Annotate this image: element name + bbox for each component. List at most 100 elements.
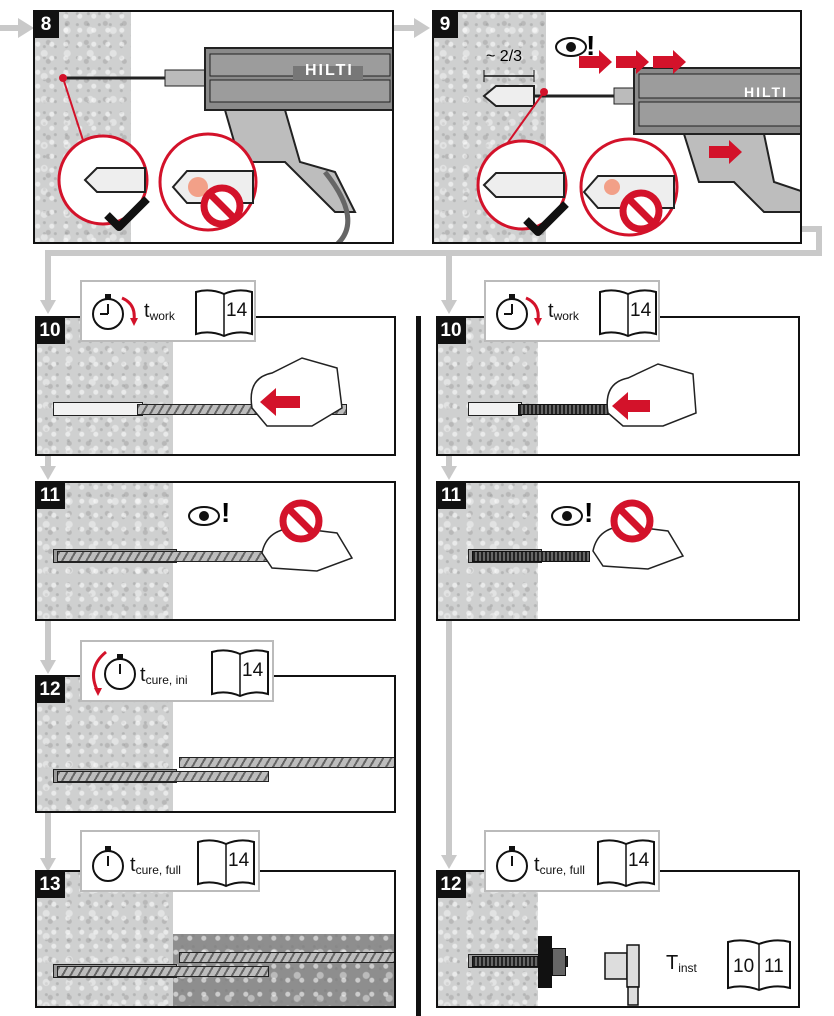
magnifier-ok [476,139,568,231]
eye-icon [188,506,220,526]
time-symbol: t [140,664,146,686]
threaded-rod [472,551,590,562]
connector-9-down [816,226,822,254]
time-subscript: cure, ini [145,673,188,687]
connector-11-12-right [446,620,452,860]
timer-box: twork 14 [484,280,660,342]
rebar-overlap [179,757,394,768]
hand-illustration [606,363,697,427]
step-10-right-badge: 10 [436,318,466,344]
book-page: 14 [628,850,650,871]
step-8-panel: HILTI [33,10,394,244]
step-8-badge: 8 [33,12,59,38]
time-symbol: t [130,854,136,876]
book-icon [597,839,655,888]
arrow-icon [441,466,457,480]
book-icon [197,839,255,888]
arrow-icon [18,18,34,38]
dispenser-illustration [59,47,392,242]
timer-box: tcure, full 14 [80,830,260,892]
attention-mark: ! [586,30,596,61]
book-icon [599,289,657,338]
column-divider [416,316,421,1016]
brand-logo: HILTI [305,62,354,79]
rebar [137,404,347,415]
time-symbol: t [548,300,554,322]
brand-logo: HILTI [744,84,788,100]
arrow-icon [40,466,56,480]
drill-hole [53,402,143,416]
hand-illustration [250,357,343,427]
book-page-left: 10 [733,956,755,977]
arrow-icon [40,660,56,674]
step-13-left-badge: 13 [35,872,65,898]
fixture-plate [538,936,552,988]
book-icon [211,649,269,698]
eye-icon [555,37,587,57]
book-page: 14 [226,300,248,321]
time-subscript: work [149,309,175,323]
dispenser-illustration [482,50,800,213]
step-9-panel: ~ 2/3 ! HILTI [432,10,802,244]
book-icon [727,939,791,992]
time-subscript: cure, full [539,863,585,877]
connector-11-12-left [45,620,51,665]
connector-10-11-right [446,455,452,475]
book-icon [195,289,253,338]
connector-10-11-left [45,455,51,475]
prohibited-icon [619,189,663,233]
timer-box: tcure, ini 14 [80,640,274,702]
step-11-right-panel: ! [436,481,800,621]
fraction-label: ~ 2/3 [486,48,523,65]
time-symbol: t [534,854,540,876]
arrow-icon [441,855,457,869]
arrow-icon [414,18,430,38]
step-12-right-badge: 12 [436,872,466,898]
time-symbol: t [144,300,150,322]
threaded-rod [472,956,568,967]
time-subscript: work [553,309,579,323]
stopwatch-icon [92,650,136,696]
rebar [57,551,269,562]
magnifier-ok [57,134,149,226]
connector-arrow-in [0,25,20,31]
rebar-overlap [179,952,394,963]
prohibited-icon [610,499,654,543]
nut [552,948,566,976]
book-page: 14 [228,850,250,871]
stopwatch-icon [496,846,528,882]
connector-left-down [45,250,51,305]
connector-8-9 [394,25,416,31]
step-12-left-badge: 12 [35,677,65,703]
step-9-badge: 9 [432,12,458,38]
book-page: 14 [630,300,652,321]
arrow-icon [441,300,457,314]
drill-hole [468,402,522,416]
time-label: tcure, full [130,854,181,877]
eye-icon [551,506,583,526]
book-page-right: 11 [764,956,784,977]
stopwatch-icon [92,846,124,882]
torque-symbol: T [666,952,679,974]
arrow-icon [40,858,56,872]
rebar [57,966,269,977]
timer-box: twork 14 [80,280,256,342]
connector-right-down [446,250,452,305]
prohibited-icon [200,184,244,228]
step-11-left-panel: ! [35,481,396,621]
checkmark-icon [523,201,569,236]
attention-mark: ! [584,497,594,528]
book-page: 14 [242,660,264,681]
timer-box: tcure, full 14 [484,830,660,892]
step-11-left-badge: 11 [35,483,65,509]
connector-12-13-left [45,812,51,862]
time-label: twork [548,300,579,323]
time-label: tcure, ini [140,664,188,687]
attention-mark: ! [221,497,231,528]
rebar [57,771,269,782]
step-11-right-badge: 11 [436,483,466,509]
arrow-icon [40,300,56,314]
torque-subscript: inst [678,961,697,975]
step-12-right-panel: Tinst 10 11 [436,870,800,1008]
time-subscript: cure, full [135,863,181,877]
